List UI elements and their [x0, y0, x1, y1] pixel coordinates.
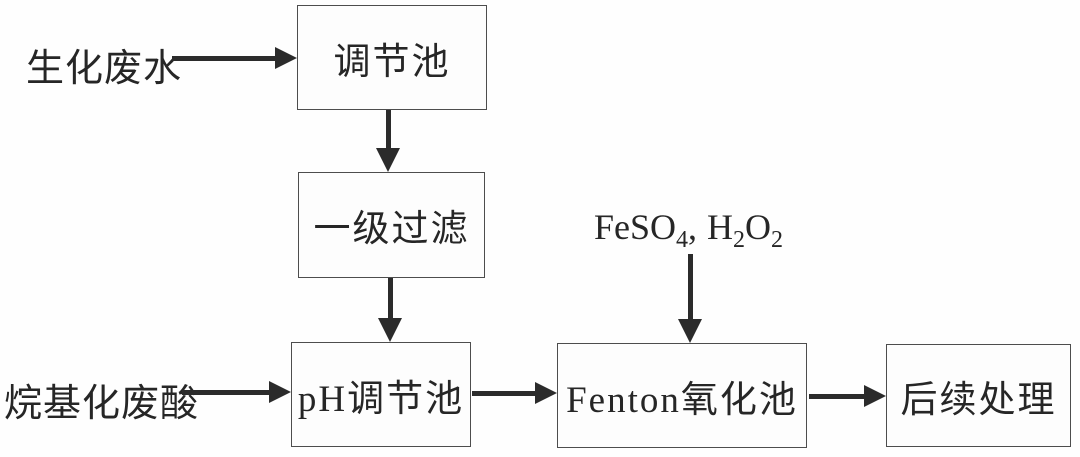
label-biochemical-wastewater: 生化废水	[26, 48, 183, 90]
node-regulation-tank-label: 调节池	[333, 41, 451, 83]
arrow-shaft	[809, 393, 864, 399]
node-regulation-tank: 调节池	[297, 5, 487, 110]
arrow-filter-to-ph	[378, 278, 402, 342]
arrow-shaft	[387, 278, 393, 318]
arrow-biochemical-to-regulation	[172, 46, 297, 70]
arrow-reagent-to-fenton	[678, 254, 702, 343]
arrow-head-right-icon	[864, 385, 886, 407]
arrow-head-right-icon	[535, 382, 557, 404]
node-primary-filter: 一级过滤	[298, 172, 485, 278]
reagent-h: H	[707, 207, 734, 247]
label-alkylation-waste-acid: 烷基化废酸	[4, 383, 200, 425]
arrow-fenton-to-post	[809, 384, 886, 408]
arrow-head-right-icon	[275, 47, 297, 69]
arrow-regulation-to-filter	[376, 110, 400, 172]
arrow-shaft	[182, 389, 269, 395]
arrow-shaft	[687, 254, 693, 319]
node-primary-filter-label: 一级过滤	[313, 209, 470, 250]
node-post-treatment-label: 后续处理	[900, 379, 1057, 421]
reagent-separator: ,	[688, 207, 698, 247]
node-fenton-oxidation-tank: Fenton氧化池	[557, 343, 807, 448]
arrow-head-down-icon	[376, 148, 400, 172]
reagent-o-sub: 2	[771, 227, 784, 254]
node-fenton-oxidation-tank-label: Fenton氧化池	[566, 379, 798, 421]
node-ph-adjust-tank-label: pH调节池	[297, 378, 465, 420]
arrow-head-down-icon	[678, 319, 702, 343]
reagent-o: O	[745, 207, 772, 247]
arrow-acid-to-ph	[182, 380, 291, 404]
arrow-head-down-icon	[378, 318, 402, 342]
arrow-shaft	[172, 55, 275, 61]
label-reagents-feso4-h2o2: FeSO4,H2O2	[594, 206, 783, 252]
node-ph-adjust-tank: pH调节池	[291, 342, 471, 447]
node-post-treatment: 后续处理	[886, 344, 1071, 447]
arrow-head-right-icon	[269, 381, 291, 403]
arrow-ph-to-fenton	[472, 381, 557, 405]
reagent-feso-sub: 4	[676, 227, 689, 254]
reagent-feso: FeSO	[594, 207, 677, 247]
arrow-shaft	[472, 390, 535, 396]
arrow-shaft	[385, 110, 391, 148]
reagent-h-sub: 2	[733, 227, 746, 254]
